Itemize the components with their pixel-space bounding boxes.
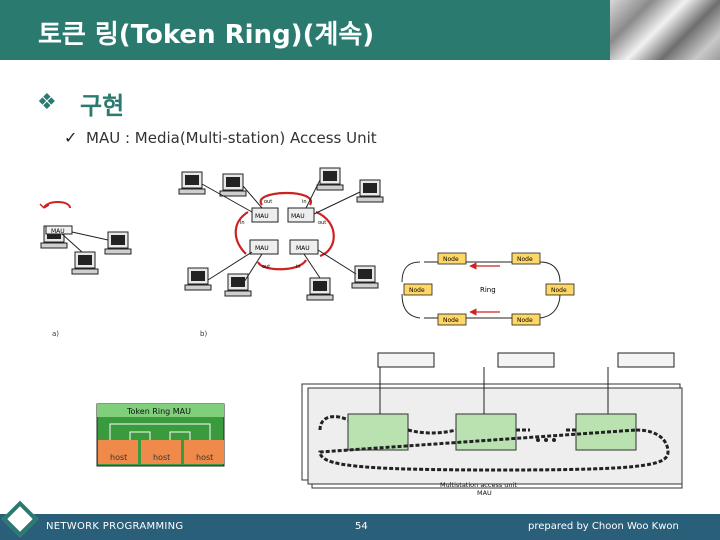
pc-icon [317,168,343,190]
mau-label: MAU [255,245,269,252]
port-label: in [296,264,301,270]
pc-icon [72,252,98,274]
port-label: in [302,199,307,205]
ring-path [236,193,334,269]
page-number: 54 [355,521,368,532]
token-ring-mau: Token Ring MAU host host host [97,404,224,466]
ring-node-label: Node [517,317,533,324]
figure-a-label: a) [52,330,59,338]
ring-node-label: Node [443,256,459,263]
host-label: host [153,453,170,462]
multistation-access-unit: Multistation access unit MAU [302,353,682,497]
host-label: host [110,453,127,462]
station-adapter [378,353,434,367]
pc-icon [179,172,205,194]
diagram-canvas: MAU a) MAU MAU MAU MAU out i [0,0,720,514]
mau-caption-line2: MAU [477,489,492,497]
station-adapter [498,353,554,367]
pc-icon [357,180,383,202]
pc-icon [220,174,246,196]
mau-label: MAU [291,213,305,220]
figure-b-label: b) [200,330,207,338]
mau-label: MAU [255,213,269,220]
token-ring-mau-title: Token Ring MAU [126,407,191,416]
ring-node-label: Node [551,287,567,294]
switch-box [456,414,516,450]
ring-node-label: Node [409,287,425,294]
pc-icon [185,268,211,290]
figure-a: MAU a) [40,202,131,338]
footer-author: prepared by Choon Woo Kwon [528,521,679,532]
port-label: out [264,199,272,205]
pc-icon [105,232,131,254]
ring-node-label: Node [443,317,459,324]
port-label: in [240,220,245,226]
port-label: out [262,264,270,270]
ring-center-label: Ring [480,286,496,294]
ring-node-label: Node [517,256,533,263]
figure-b: MAU MAU MAU MAU out in in out out in b) [179,168,383,338]
port-label: out [318,220,326,226]
pc-icon [352,266,378,288]
station-adapter [618,353,674,367]
footer-course-title: NETWORK PROGRAMMING [46,521,183,532]
pc-icon [307,278,333,300]
mau-label: MAU [296,245,310,252]
mau-caption-line1: Multistation access unit [440,481,517,489]
switch-box [348,414,408,450]
host-label: host [196,453,213,462]
